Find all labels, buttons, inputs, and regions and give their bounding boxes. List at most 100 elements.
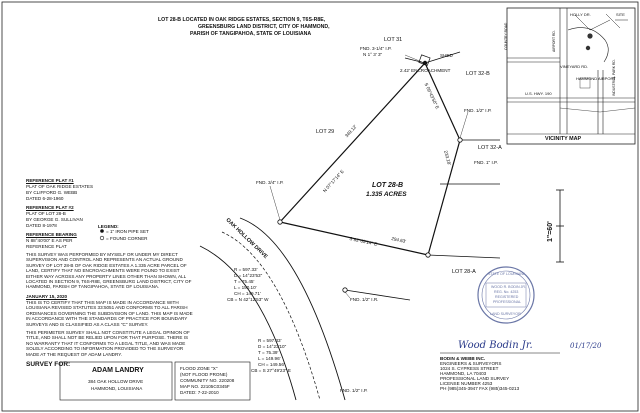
ref1-line1: PLAT OF OAK RIDGE ESTATES	[26, 184, 94, 189]
vicinity-hwy-label: U.S. HWY. 190	[525, 91, 552, 96]
fnd-half-bottom-label: FND. 1/2" I.R.	[350, 297, 379, 302]
curve1-r: R = 597.33'	[234, 267, 258, 272]
ref1-line2: BY CLIFFORD G. WEBB	[26, 190, 78, 195]
flood-line4: MAP NO. 22105C0345F	[180, 384, 230, 389]
oak-hollow-drive-edge-2	[221, 231, 321, 401]
ref1-line3: DATED 6-28-1960	[26, 196, 64, 201]
legend-found-marker	[99, 235, 105, 241]
surveyor-signature: Wood Bodin Jr.	[458, 340, 533, 351]
seal-top: STATE OF LOUISIANA	[488, 272, 526, 276]
vicinity-caption: VICINITY MAP	[545, 136, 582, 142]
vicinity-road1-label: COUNTRY ROAD	[504, 22, 508, 50]
corner-marker-right	[457, 137, 463, 143]
ref2-line2: BY GEORGE G. SULLIVAN	[26, 217, 83, 222]
flood-line1: FLOOD ZONE "X"	[180, 366, 218, 371]
firm-subtitle: ENGINEERS & SURVEYORS	[440, 361, 502, 366]
oak-hollow-drive-edge-3	[199, 245, 297, 401]
scale-bar	[556, 189, 564, 263]
curve2-cb: CB = S 27°49'23" E	[251, 368, 291, 373]
lot-32b-label: LOT 32-B	[466, 71, 490, 77]
survey-for-name: ADAM LANDRY	[92, 367, 144, 374]
corner-marker-left	[277, 219, 283, 225]
certification-date: JANUARY 15, 2020	[26, 294, 68, 299]
bearing-title: REFERENCE BEARING	[26, 232, 77, 237]
bearing-line1: N 88°40'00" E AS PER	[26, 238, 73, 243]
fnd-top-sub-label: N 1° 3' 3"	[363, 52, 383, 57]
signature-date: 01/17/20	[570, 342, 602, 350]
firm-name: BODIN & WEBB INC.	[440, 356, 486, 361]
fnd-1in-label: FND. 1" I.P.	[474, 160, 498, 165]
survey-for-box	[59, 361, 173, 401]
seal-line3: REGISTERED	[495, 295, 519, 299]
main-lot-label: LOT 28-B	[372, 182, 404, 189]
lot-29-label: LOT 29	[316, 129, 335, 135]
survey-for-addr1: 384 OAK HOLLOW DRIVE	[88, 379, 144, 384]
perimeter-disclaimer: THIS PERIMETER SURVEY SHALL NOT CONSTITU…	[26, 330, 190, 357]
curve1-d: D = 14°23'53"	[234, 273, 263, 278]
firm-address-2: HAMMOND, LA 70403	[440, 371, 487, 376]
title-line-2: GREENSBURG LAND DISTRICT, CITY OF HAMMON…	[198, 24, 330, 30]
flood-line5: DATED: 7-22-2010	[180, 390, 219, 395]
vicinity-airport-label: HAMMOND AIRPORT	[576, 76, 616, 81]
ref2-line3: DATED 8-1978	[26, 223, 57, 228]
ref1-title: REFERENCE PLAT #1	[26, 178, 74, 183]
curve1-l: L = 150.10'	[234, 285, 257, 290]
curve2-ch: CH = 149.56'	[258, 362, 285, 367]
ref2-title: REFERENCE PLAT #2	[26, 205, 74, 210]
surveyor-seal	[477, 266, 535, 324]
oak-hollow-drive-edge-1	[239, 217, 346, 401]
seal-line4: PROFESSIONAL	[493, 300, 521, 304]
lot-31-label: LOT 31	[384, 37, 403, 43]
legend-set-marker	[100, 229, 104, 233]
seal-line1: WOOD R. BODIN JR.	[491, 285, 526, 289]
vicinity-road3-label: INDUSTRIAL PARK RD.	[612, 59, 616, 96]
vicinity-map	[506, 7, 636, 145]
survey-for-label: SURVEY FOR:	[26, 361, 71, 368]
encroachment-label: 2.42' ENCROACHMENT	[400, 68, 451, 73]
shed-label: SHED	[440, 53, 453, 58]
fnd-bottom-label: FND. 1/2" I.P.	[340, 388, 368, 393]
curve1-cb: CB = N 42°12'53" W	[227, 297, 269, 302]
vicinity-vineyard-label: VINEYARD RD.	[560, 64, 589, 69]
vicinity-holly-label: HOLLY DR.	[570, 12, 591, 17]
curve2-t: T = 75.39'	[258, 350, 279, 355]
fnd-34-label: FND. 3/4" I.P.	[256, 180, 284, 185]
curve2-l: L = 149.96'	[258, 356, 281, 361]
scale-label: 1"=60'	[547, 221, 554, 242]
curve1-ch: CH = 149.71'	[234, 291, 261, 296]
curve2-r: R = 597.33'	[258, 338, 282, 343]
ref2-line1: PLAT OF LOT 28-B	[26, 211, 66, 216]
flood-box	[174, 361, 251, 401]
vicinity-road2-label: AIRPORT RD.	[552, 30, 556, 52]
fnd-top-label: FND. 3-1/4" I.P.	[360, 46, 392, 51]
survey-for-addr2: HAMMOND, LOUISIANA	[91, 386, 143, 391]
seal-bottom: LAND SURVEYOR	[490, 312, 521, 316]
firm-phone: PH (985)345-3947 FAX (985)345-0213	[440, 386, 520, 391]
corner-marker-bottom	[425, 252, 431, 258]
survey-statement: THIS SURVEY WAS PERFORMED BY MYSELF OR U…	[26, 252, 192, 290]
curve1-t: T = 75.45'	[234, 279, 255, 284]
bearing-line2: REFERENCE PLAT	[26, 244, 67, 249]
curve2-d: D = 14°23'10"	[258, 344, 287, 349]
vicinity-site-label: SITE	[616, 12, 625, 17]
lot-32a-label: LOT 32-A	[478, 145, 502, 151]
flood-line3: COMMUNITY NO. 220208	[180, 378, 235, 383]
flood-line2: (NOT FLOOD PRONE)	[180, 372, 228, 377]
lot-28a-label: LOT 28-A	[452, 269, 476, 275]
certification-statement: THIS IS TO CERTIFY THAT THIS MAP IS MADE…	[26, 300, 193, 327]
firm-license: LICENSE NUMBER 4253	[440, 381, 493, 386]
legend-set: = 1" IRON PIPE SET	[106, 229, 149, 234]
corner-marker-top	[422, 60, 428, 66]
firm-address-1: 1024 S. CYPRESS STREET	[440, 366, 499, 371]
legend-found: = FOUND CORNER	[106, 236, 148, 241]
corner-marker-road	[342, 287, 348, 293]
legend-title: LEGEND:	[98, 224, 119, 229]
main-lot-acres: 1.335 ACRES	[366, 191, 407, 198]
firm-address-3: PROFESSIONAL LAND SURVEY	[440, 376, 510, 381]
title-line-1: LOT 28-B LOCATED IN OAK RIDGE ESTATES, S…	[158, 17, 326, 23]
fnd-half-right-label: FND. 1/2" I.P.	[464, 108, 492, 113]
title-line-3: PARISH OF TANGIPAHOA, STATE OF LOUISIANA	[190, 31, 312, 37]
